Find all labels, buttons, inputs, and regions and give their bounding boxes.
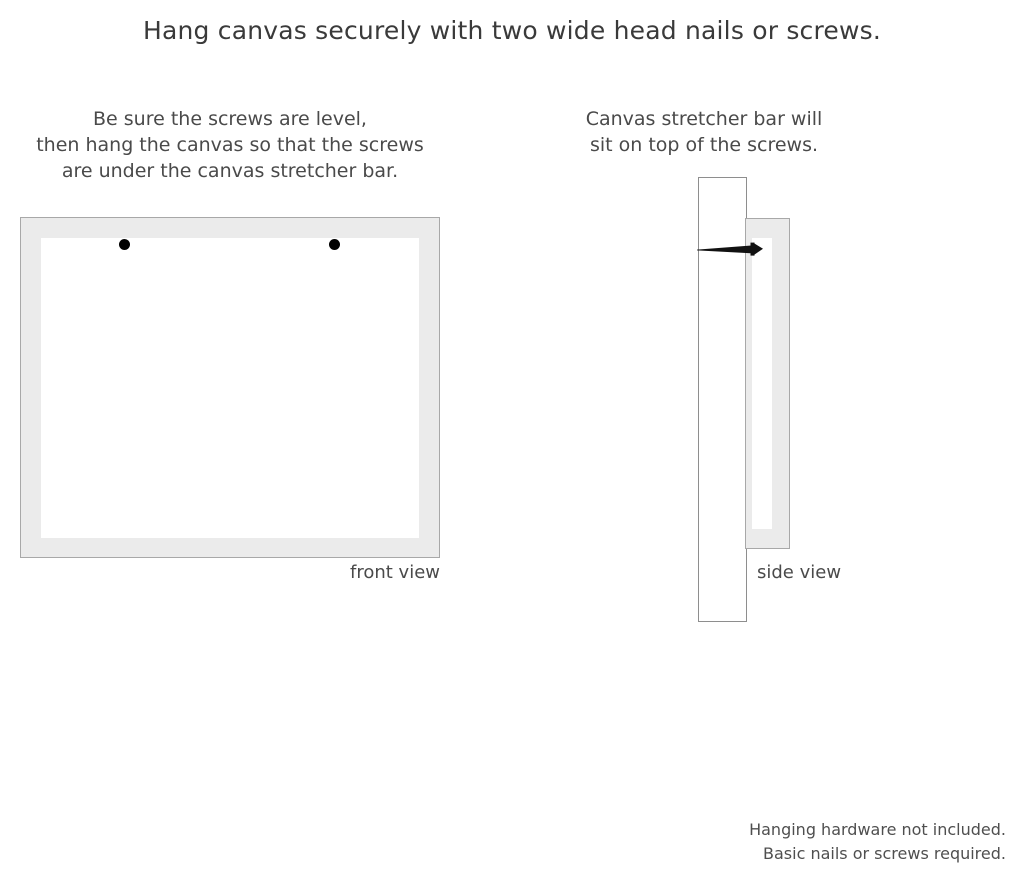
side-view-caption-line-1: Canvas stretcher bar will <box>585 108 823 130</box>
stretcher-bar-void <box>752 238 772 529</box>
screw-head-right-icon <box>329 239 340 250</box>
page-title: Hang canvas securely with two wide head … <box>142 16 882 45</box>
front-view-label: front view <box>350 562 440 583</box>
canvas-face-front <box>41 238 419 538</box>
footer-line-1: Hanging hardware not included. <box>749 820 1006 839</box>
footer-disclaimer: Hanging hardware not included. Basic nai… <box>749 818 1006 866</box>
front-view-caption: Be sure the screws are level, then hang … <box>20 106 440 184</box>
footer-line-2: Basic nails or screws required. <box>763 844 1006 863</box>
side-view-label: side view <box>757 562 842 583</box>
front-view-caption-line-2: then hang the canvas so that the screws <box>36 134 424 156</box>
front-view-caption-line-3: are under the canvas stretcher bar. <box>61 160 399 182</box>
side-view-diagram <box>697 177 818 623</box>
side-view-caption-line-2: sit on top of the screws. <box>589 134 819 156</box>
side-view-caption: Canvas stretcher bar will sit on top of … <box>578 106 830 158</box>
screw-side-icon <box>697 237 767 261</box>
screw-head-left-icon <box>119 239 130 250</box>
front-view-diagram <box>20 217 440 558</box>
front-view-caption-line-1: Be sure the screws are level, <box>93 108 367 130</box>
